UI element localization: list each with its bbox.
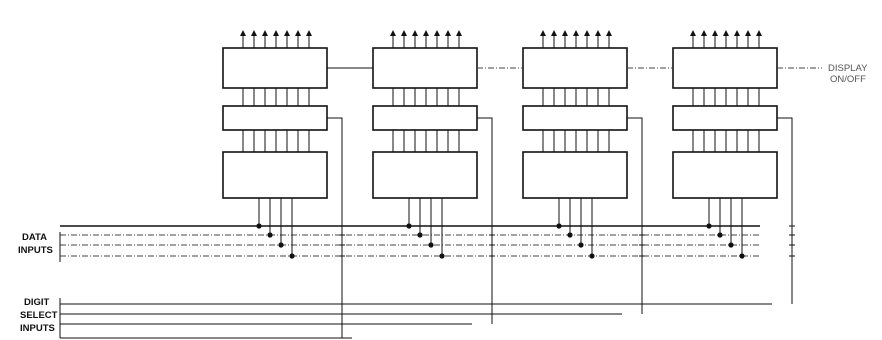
latch-block — [372, 105, 478, 131]
junction-dot — [428, 242, 434, 248]
latch-enable-wire — [777, 117, 793, 304]
latch-enable-wire — [477, 117, 493, 324]
data-inputs-label-line1: DATA — [22, 232, 47, 243]
junction-dot — [439, 253, 445, 259]
junction-dot — [556, 223, 562, 229]
junction-dot — [289, 253, 295, 259]
junction-dot — [739, 253, 745, 259]
latch-block — [672, 105, 778, 131]
decoder-block — [222, 151, 328, 199]
digit-select-label-line2: SELECT — [20, 310, 58, 321]
decoder-block — [372, 151, 478, 199]
junction-dot — [256, 223, 262, 229]
decoder-block — [672, 151, 778, 199]
digit-select-label-line3: INPUTS — [20, 323, 55, 334]
junction-dot — [278, 242, 284, 248]
latch-block — [522, 105, 628, 131]
latch-enable-wire — [327, 117, 343, 338]
digit-select-label-line1: DIGIT — [24, 297, 50, 308]
driver-block — [372, 47, 478, 89]
driver-block — [222, 47, 328, 89]
data-inputs-label-line2: INPUTS — [18, 245, 53, 256]
junction-dot — [728, 242, 734, 248]
junction-dot — [406, 223, 412, 229]
diagram-wiring — [59, 30, 822, 339]
junction-dot — [717, 232, 723, 238]
junction-dot — [267, 232, 273, 238]
display-label-line2: ON/OFF — [830, 74, 866, 85]
junction-dot — [589, 253, 595, 259]
decoder-block — [522, 151, 628, 199]
junction-dot — [417, 232, 423, 238]
driver-block — [672, 47, 778, 89]
junction-dot — [567, 232, 573, 238]
driver-block — [522, 47, 628, 89]
latch-enable-wire — [627, 117, 643, 314]
junction-dot — [578, 242, 584, 248]
latch-block — [222, 105, 328, 131]
junction-dot — [706, 223, 712, 229]
display-label-line1: DISPLAY — [828, 63, 868, 74]
